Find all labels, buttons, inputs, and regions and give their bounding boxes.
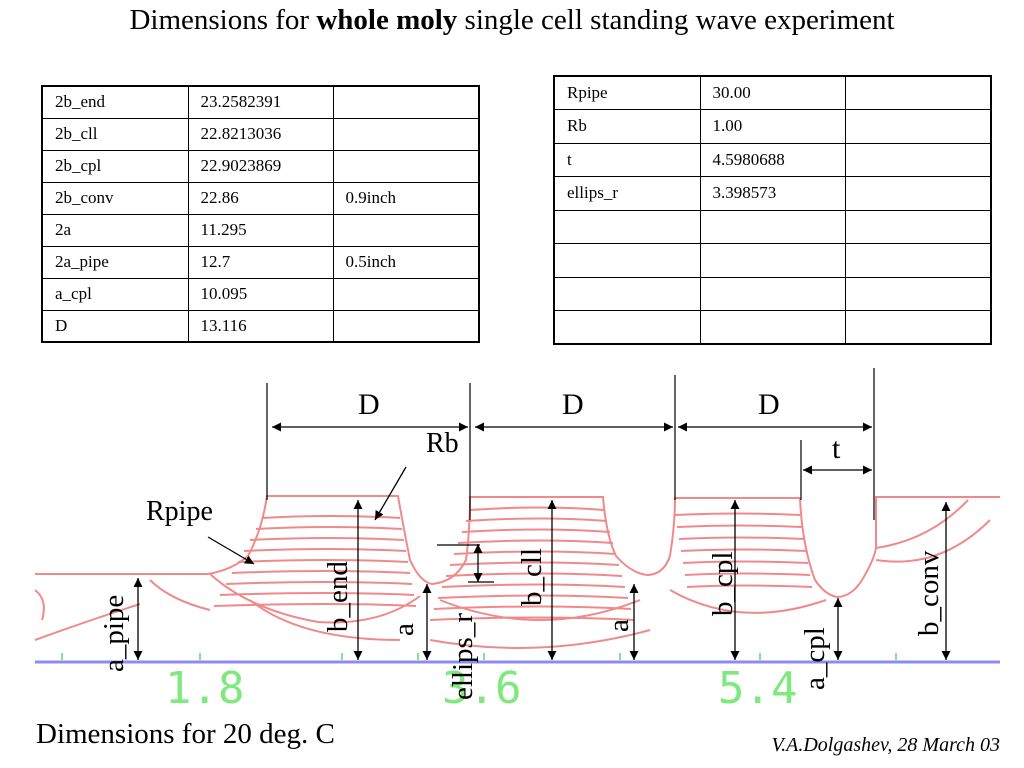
table-cell: 2b_cpl: [41, 149, 189, 183]
label-b-conv: b_conv: [913, 550, 945, 636]
table-cell: [332, 213, 480, 247]
axis-tick-label: 1.8: [165, 663, 244, 714]
table-cell: Rb: [553, 109, 701, 144]
table-cell: t: [553, 142, 701, 177]
footer-author-date: V.A.Dolgashev, 28 March 03: [771, 734, 1001, 756]
table-cell: 1.00: [699, 109, 846, 144]
footer-temperature-note: Dimensions for 20 deg. C: [36, 718, 335, 750]
label-t: t: [832, 432, 841, 465]
table-row: [553, 243, 992, 278]
table-cell: [553, 209, 701, 244]
label-a-cpl: a_cpl: [799, 627, 831, 690]
axis-tick-label: 5.4: [718, 663, 797, 714]
table-cell: [699, 243, 846, 278]
title-bold: whole moly: [316, 4, 458, 36]
table-cell: [332, 149, 480, 183]
table-cell: [844, 276, 992, 311]
table-cell: [844, 176, 992, 211]
label-a-1: a: [388, 623, 420, 636]
table-cell: [553, 310, 701, 345]
table-cell: 2b_cll: [41, 117, 189, 151]
label-a-2: a: [603, 619, 635, 632]
table-cell: 22.86: [187, 181, 334, 215]
table-cell: 10.095: [187, 277, 334, 311]
label-a-pipe: a_pipe: [98, 595, 130, 672]
table-cell: [844, 310, 992, 345]
label-d-2: D: [562, 388, 584, 421]
table-cell: 3.398573: [699, 176, 846, 211]
d-guide-lines: [266, 368, 875, 520]
axis-tick-marks: [61, 653, 897, 660]
table-cell: Rpipe: [553, 75, 701, 110]
title-suffix: single cell standing wave experiment: [457, 4, 895, 36]
table-cell: [332, 277, 480, 311]
label-b-cpl: b_cpl: [707, 552, 739, 616]
label-ellips-r: ellips_r: [447, 613, 479, 700]
table-cell: [553, 276, 701, 311]
label-b-cll: b_cll: [516, 548, 548, 606]
table-cell: 4.5980688: [699, 142, 846, 177]
label-b-end: b_end: [322, 561, 354, 632]
table-cell: [844, 109, 992, 144]
axis-tick-label: 3.6: [442, 663, 521, 714]
title-prefix: Dimensions for: [129, 4, 317, 36]
table-cell: [844, 243, 992, 278]
table-cell: [332, 309, 480, 343]
table-cell: 2a: [41, 213, 189, 247]
table-cell: D: [41, 309, 189, 343]
table-cell: 22.9023869: [187, 149, 334, 183]
table-row: [553, 310, 992, 345]
table-cell: [699, 310, 846, 345]
label-d-1: D: [358, 388, 380, 421]
table-cell: 2a_pipe: [41, 245, 189, 279]
table-cell: 23.2582391: [187, 85, 334, 119]
label-rb: Rb: [426, 428, 459, 459]
label-rpipe: Rpipe: [146, 496, 213, 527]
table-cell: 13.116: [187, 309, 334, 343]
label-d-3: D: [758, 388, 780, 421]
slide-title: Dimensions for whole moly single cell st…: [0, 4, 1024, 37]
table-cell: ellips_r: [553, 176, 701, 211]
table-row: [553, 276, 992, 311]
dimension-arrows: [133, 422, 951, 660]
